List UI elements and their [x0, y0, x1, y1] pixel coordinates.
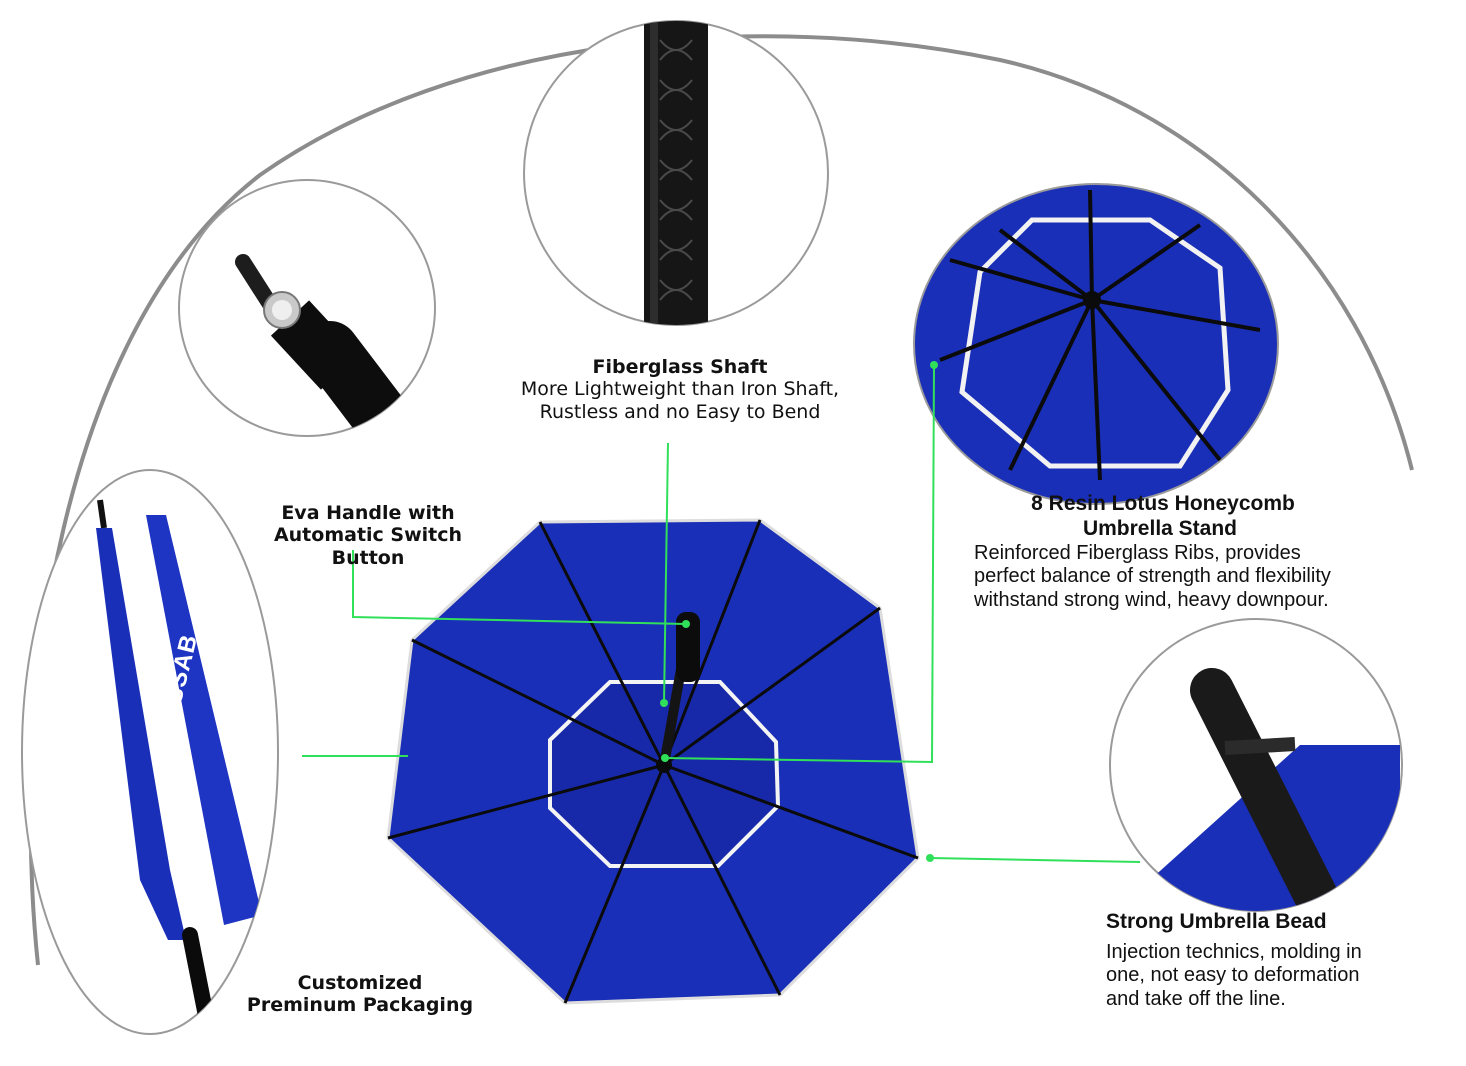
packaging-line-1: Customized — [297, 972, 423, 994]
stand-title-1: 8 Resin Lotus Honeycomb — [1031, 492, 1295, 515]
packaging-detail-circle — [21, 469, 279, 1035]
stand-callout: 8 Resin Lotus Honeycomb Umbrella Stand R… — [960, 492, 1360, 612]
stand-line-2: perfect balance of strength and flexibil… — [974, 565, 1331, 588]
shaft-title: Fiberglass Shaft — [592, 356, 768, 378]
open-umbrella — [386, 518, 920, 1005]
stand-line-3: withstand strong wind, heavy downpour. — [974, 588, 1329, 611]
bead-callout: Strong Umbrella Bead Injection technics,… — [1106, 910, 1426, 1012]
handle-leader — [352, 550, 687, 625]
stand-detail-circle — [913, 183, 1279, 505]
bead-line-1: Injection technics, molding in — [1106, 940, 1362, 963]
background-arc — [28, 34, 1414, 966]
handle-detail-circle — [178, 179, 436, 437]
shaft-line-2: Rustless and no Easy to Bend — [539, 400, 821, 423]
shaft-detail-circle — [523, 20, 829, 326]
callout-leader-lines — [302, 364, 1141, 863]
stand-title-2: Umbrella Stand — [1082, 516, 1238, 540]
packaging-callout: Customized Preminum Packaging — [240, 972, 480, 1017]
bead-detail-circle — [1109, 618, 1403, 912]
shaft-leader — [663, 442, 669, 704]
bead-leader — [929, 857, 1141, 863]
handle-callout: Eva Handle with Automatic Switch Button — [238, 502, 498, 569]
bead-line-3: and take off the line. — [1106, 987, 1286, 1010]
umbrella-ribs — [387, 519, 919, 1004]
shaft-callout: Fiberglass Shaft More Lightweight than I… — [500, 356, 860, 423]
handle-line-1: Eva Handle with — [281, 502, 455, 524]
bead-title: Strong Umbrella Bead — [1106, 910, 1327, 933]
handle-line-2: Automatic Switch Button — [273, 524, 463, 569]
stand-leader — [664, 364, 935, 764]
shaft-line-1: More Lightweight than Iron Shaft, — [520, 378, 840, 401]
packaging-line-2: Preminum Packaging — [246, 994, 474, 1017]
bead-line-2: one, not easy to deformation — [1106, 964, 1360, 987]
stand-line-1: Reinforced Fiberglass Ribs, provides — [974, 541, 1301, 564]
